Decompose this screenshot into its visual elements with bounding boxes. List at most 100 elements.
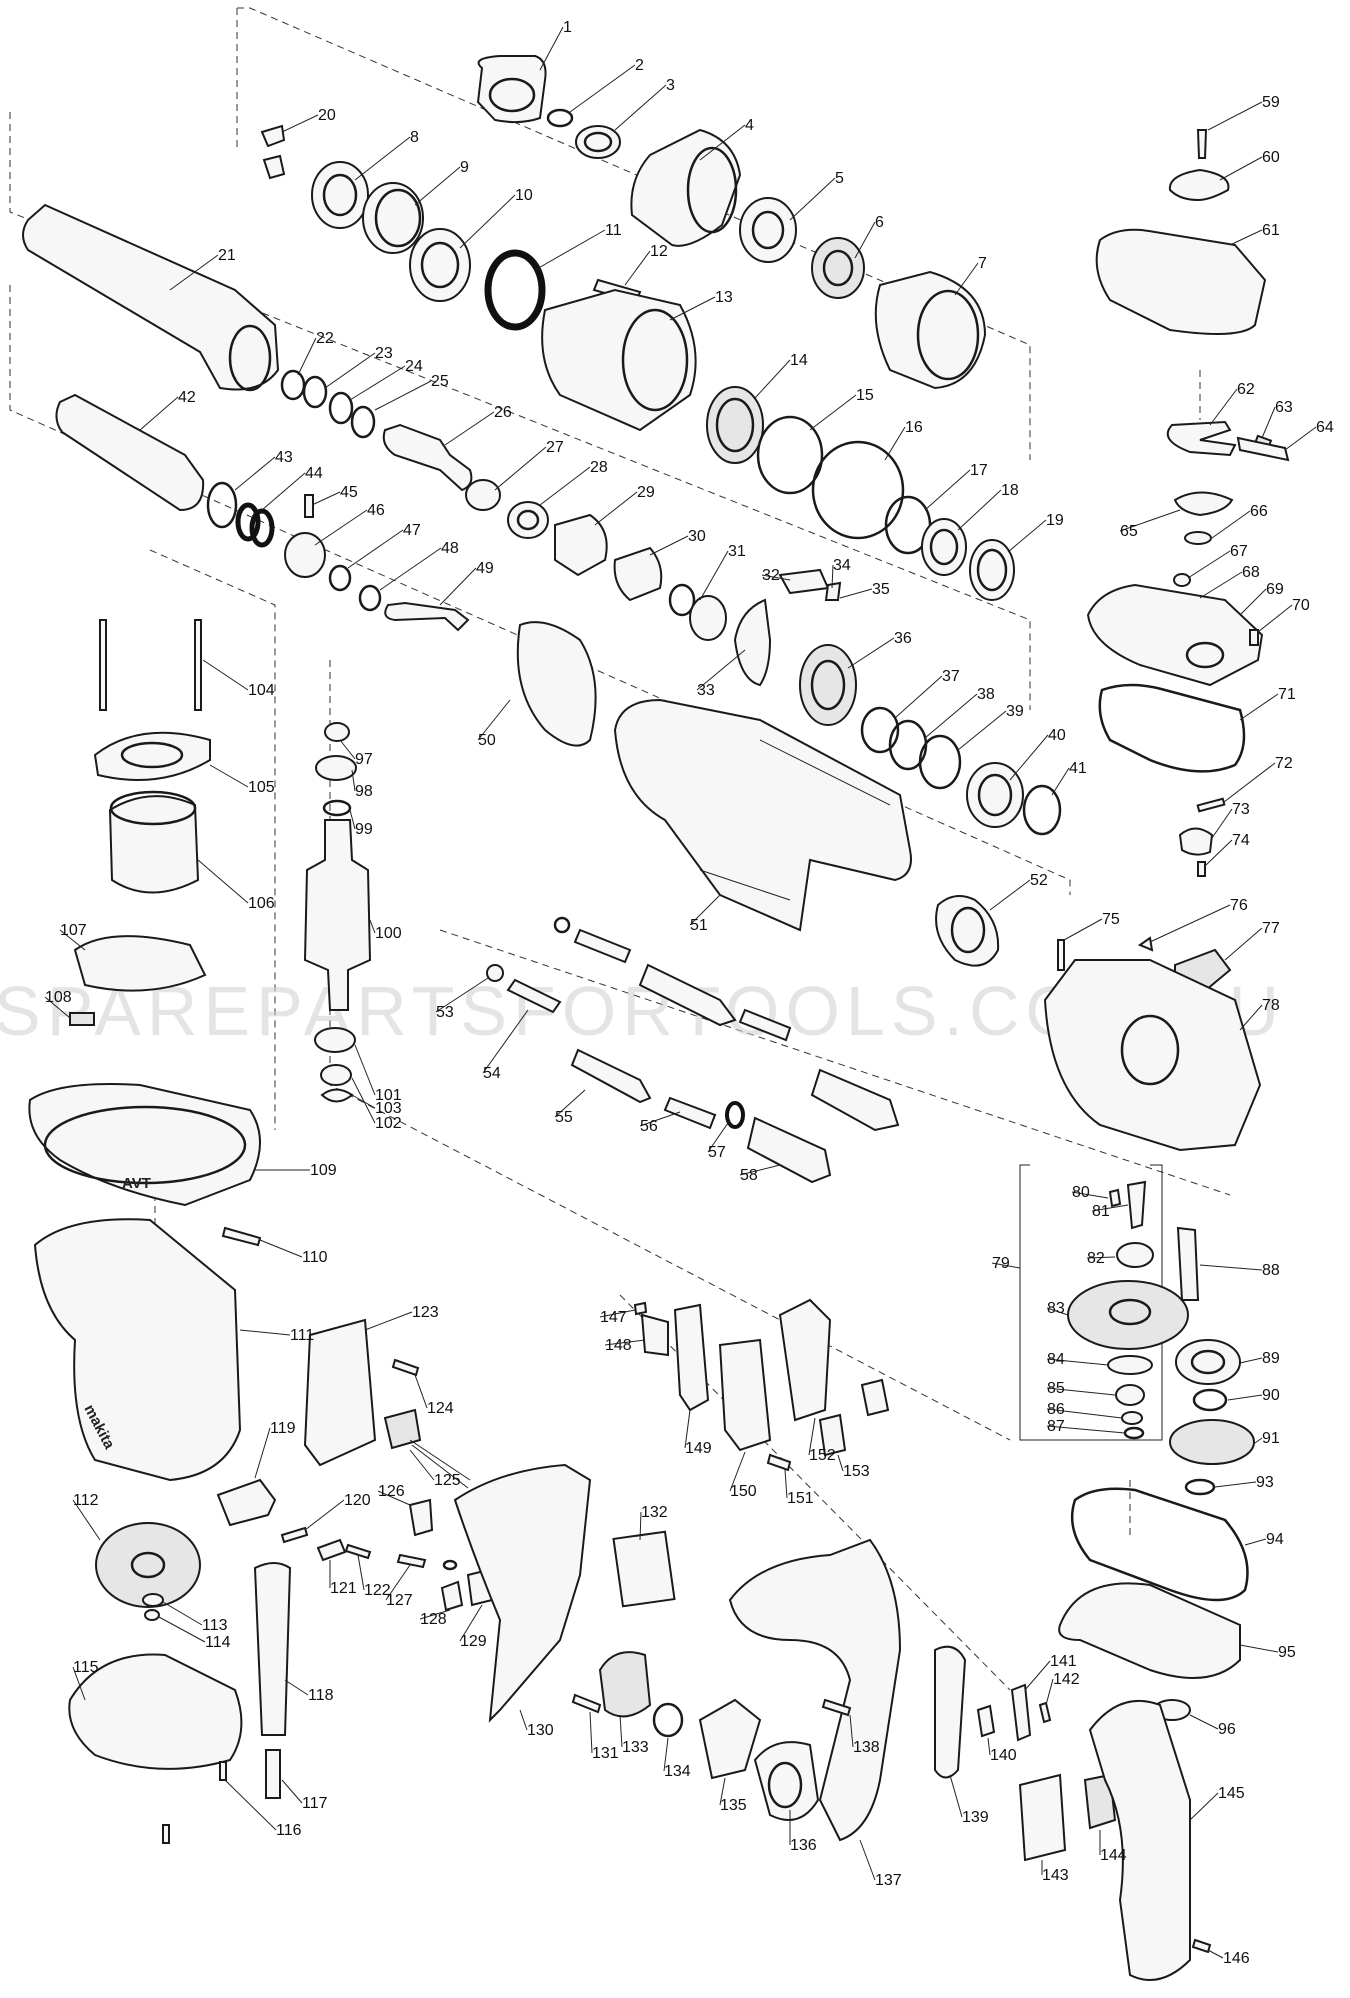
leader-58: [739, 1164, 781, 1176]
part-42-shape: [55, 393, 205, 512]
leader-142: [1045, 1678, 1054, 1706]
part-134-shape: [652, 1702, 684, 1738]
part-label-110: 110: [302, 1249, 328, 1266]
part-10-hole: [420, 241, 460, 289]
part-label-117: 117: [302, 1795, 328, 1812]
leader-10: [459, 194, 516, 249]
leader-151: [784, 1469, 788, 1499]
part-5-shape: [739, 197, 797, 263]
part-131-shape: [571, 1693, 602, 1714]
leader-54: [482, 1009, 529, 1074]
leader-103: [351, 1094, 376, 1109]
leader-29: [594, 491, 638, 526]
part-label-135: 135: [720, 1797, 747, 1814]
part-27-shape: [465, 479, 501, 511]
part-label-33: 33: [697, 682, 715, 699]
leader-108: [44, 996, 71, 1019]
part-label-132: 132: [641, 1504, 668, 1521]
part-3-shape: [575, 125, 621, 159]
part-25-shape: [350, 405, 376, 439]
part-label-144: 144: [1100, 1847, 1127, 1864]
part-139-shape: [934, 1645, 967, 1779]
part-label-49: 49: [476, 560, 494, 577]
leader-24: [349, 365, 406, 401]
part-30-shape: [613, 546, 663, 602]
part-label-74: 74: [1232, 832, 1250, 849]
leader-85: [1046, 1387, 1116, 1396]
part-18-shape: [921, 518, 967, 576]
part-32-shape: [778, 568, 830, 595]
part-119-shape: [216, 1478, 277, 1527]
part-label-134: 134: [664, 1763, 691, 1780]
group-boundary-motor: [149, 549, 276, 1130]
leader-98: [351, 769, 356, 792]
part-label-55: 55: [555, 1109, 573, 1126]
leader-107: [59, 929, 86, 951]
leader-44: [261, 472, 306, 511]
part-label-28: 28: [590, 459, 608, 476]
part-upper-pin: [553, 916, 571, 934]
part-31-shape: [668, 583, 696, 617]
part-71-shape: [1098, 683, 1246, 773]
leader-31: [699, 550, 729, 601]
part-label-22: 22: [316, 330, 334, 347]
part-94-shape: [1070, 1487, 1249, 1602]
leader-79: [991, 1262, 1021, 1269]
part-142-shape: [1038, 1701, 1052, 1724]
leader-55: [554, 1089, 586, 1118]
part-label-7: 7: [978, 255, 987, 272]
part-label-24: 24: [405, 358, 423, 375]
part-83-hole: [1108, 1298, 1152, 1326]
leader-1: [539, 26, 564, 71]
leader-149: [684, 1409, 691, 1449]
part-label-41: 41: [1069, 760, 1087, 777]
leader-148: [604, 1339, 646, 1346]
part-label-69: 69: [1266, 581, 1284, 598]
part-150-shape: [718, 1338, 772, 1452]
leader-59: [1207, 101, 1263, 131]
part-label-3: 3: [666, 77, 675, 94]
part-label-50: 50: [478, 732, 496, 749]
part-55-shape: [570, 1048, 652, 1104]
leader-128: [419, 1609, 451, 1620]
leader-23: [324, 352, 376, 389]
part-47-shape: [328, 564, 352, 592]
leader-52: [989, 879, 1031, 911]
leader-78: [1239, 1004, 1263, 1031]
part-label-5: 5: [835, 170, 844, 187]
part-label-45: 45: [340, 484, 358, 501]
part-70-shape: [1249, 629, 1259, 646]
part-label-104: 104: [248, 682, 275, 699]
leader-104: [202, 659, 249, 691]
part-69-shape: [1086, 583, 1264, 687]
part-14-hole: [715, 397, 755, 453]
leader-64: [1284, 426, 1317, 451]
part-label-150: 150: [730, 1483, 757, 1500]
leader-21: [169, 254, 219, 291]
part-8-hole: [322, 173, 358, 217]
part-label-13: 13: [715, 289, 733, 306]
leader-86: [1046, 1408, 1123, 1419]
leader-95: [1239, 1644, 1279, 1653]
part-7-face: [916, 289, 980, 381]
leader-96: [1189, 1714, 1219, 1730]
part-136-hole: [767, 1761, 803, 1809]
part-label-11: 11: [605, 222, 622, 239]
part-label-63: 63: [1275, 399, 1293, 416]
part-label-70: 70: [1292, 597, 1310, 614]
part-78-bore: [1120, 1014, 1180, 1086]
part-label-103: 103: [375, 1100, 402, 1117]
part-74-shape: [1197, 861, 1206, 877]
part-label-90: 90: [1262, 1387, 1280, 1404]
part-135-shape: [698, 1698, 762, 1780]
leader-72: [1223, 762, 1276, 803]
bracket-79: [1019, 1164, 1163, 1441]
part-95-shape: [1058, 1582, 1241, 1679]
part-19-hole: [976, 548, 1008, 592]
part-label-10: 10: [515, 187, 533, 204]
part-label-32: 32: [762, 567, 780, 584]
part-65-shape: [1173, 491, 1234, 517]
part-90-shape: [1192, 1388, 1228, 1412]
leader-5: [789, 177, 836, 221]
part-label-139: 139: [962, 1809, 989, 1826]
